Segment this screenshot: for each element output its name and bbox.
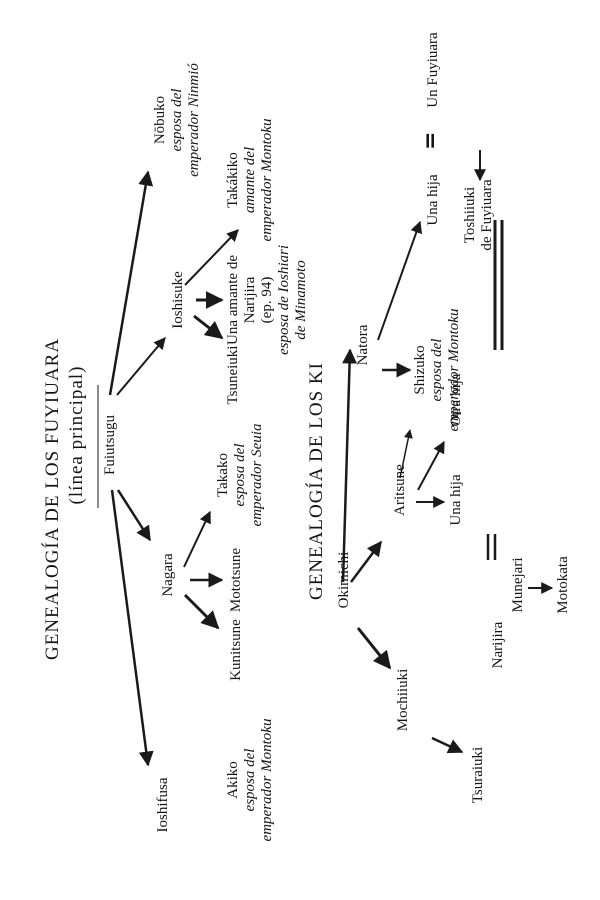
arrow-nagara-kunitsune (183, 593, 220, 630)
arrow-aritsune-otra-hija (417, 440, 445, 491)
node-munejari: Munejari (510, 557, 526, 613)
node-mochiiuki: Mochiiuki (395, 668, 411, 732)
fuyiuara-subtitle: (línea principal) (66, 365, 87, 505)
node-toshiiuki: Toshiiuki de Fuyiuara (462, 179, 495, 251)
node-nobuko: Nōbuko esposa del emperador Ninmió (152, 63, 202, 177)
node-nagara: Nagara (160, 553, 176, 597)
arrow-fuiutsugu-ioshisuke (116, 337, 166, 396)
marriage-link-una-hija-narijira (486, 534, 497, 560)
marriage-link-otra-hija-toshiiuki (493, 220, 504, 350)
fuyiuara-title: GENEALOGÍA DE LOS FUYIUARA (42, 337, 63, 660)
node-okimichi: Okimichi (336, 551, 352, 609)
arrow-fuiutsugu-ioshifusa (110, 489, 154, 767)
node-akiko: Akiko esposa del emperador Montoku (225, 718, 275, 842)
node-motokata: Motokata (555, 556, 571, 614)
arrow-fuiutsugu-nagara (116, 489, 152, 542)
node-una-hija-top: Una hija (425, 174, 441, 226)
node-ioshifusa: Ioshifusa (155, 777, 171, 833)
node-kunitsune: Kunitsune (228, 619, 244, 681)
node-fuiutsugu: Fuiutsugu (102, 415, 118, 476)
ki-title: GENEALOGÍA DE LOS KI (306, 362, 327, 600)
node-un-fuyiuara: Un Fuyiuara (425, 32, 441, 108)
arrow-okimichi-natora (341, 348, 358, 583)
node-ioshisuke: Ioshisuke (170, 271, 186, 329)
arrow-aritsune-natora (399, 429, 413, 479)
arrow-nagara-takako (183, 510, 211, 568)
arrow-ioshisuke-takakiko (184, 229, 239, 286)
node-narijira: Narijira (490, 621, 506, 669)
node-tsuraiuki: Tsuraiuki (470, 746, 486, 804)
arrow-mochiiuki-tsuraiuki (431, 736, 464, 754)
node-natora: Natora (355, 324, 371, 366)
marriage-symbol-una-hija-un-fuyiuara: = (418, 131, 443, 150)
node-aritsune: Aritsune (392, 464, 408, 516)
arrow-fuiutsugu-nobuko (108, 170, 154, 396)
arrow-natora-una-hija-top (377, 220, 423, 341)
arrow-okimichi-aritsune (350, 540, 382, 583)
node-una-hija: Una hija (448, 474, 464, 526)
node-otra-hija: Otra hija (448, 373, 464, 427)
node-amante-narijira: Una amante de Narijira (ep. 94) esposa d… (225, 245, 309, 355)
arrow-okimichi-mochiiuki (356, 627, 392, 670)
arrow-ioshisuke-tsuneiuki (193, 314, 224, 340)
